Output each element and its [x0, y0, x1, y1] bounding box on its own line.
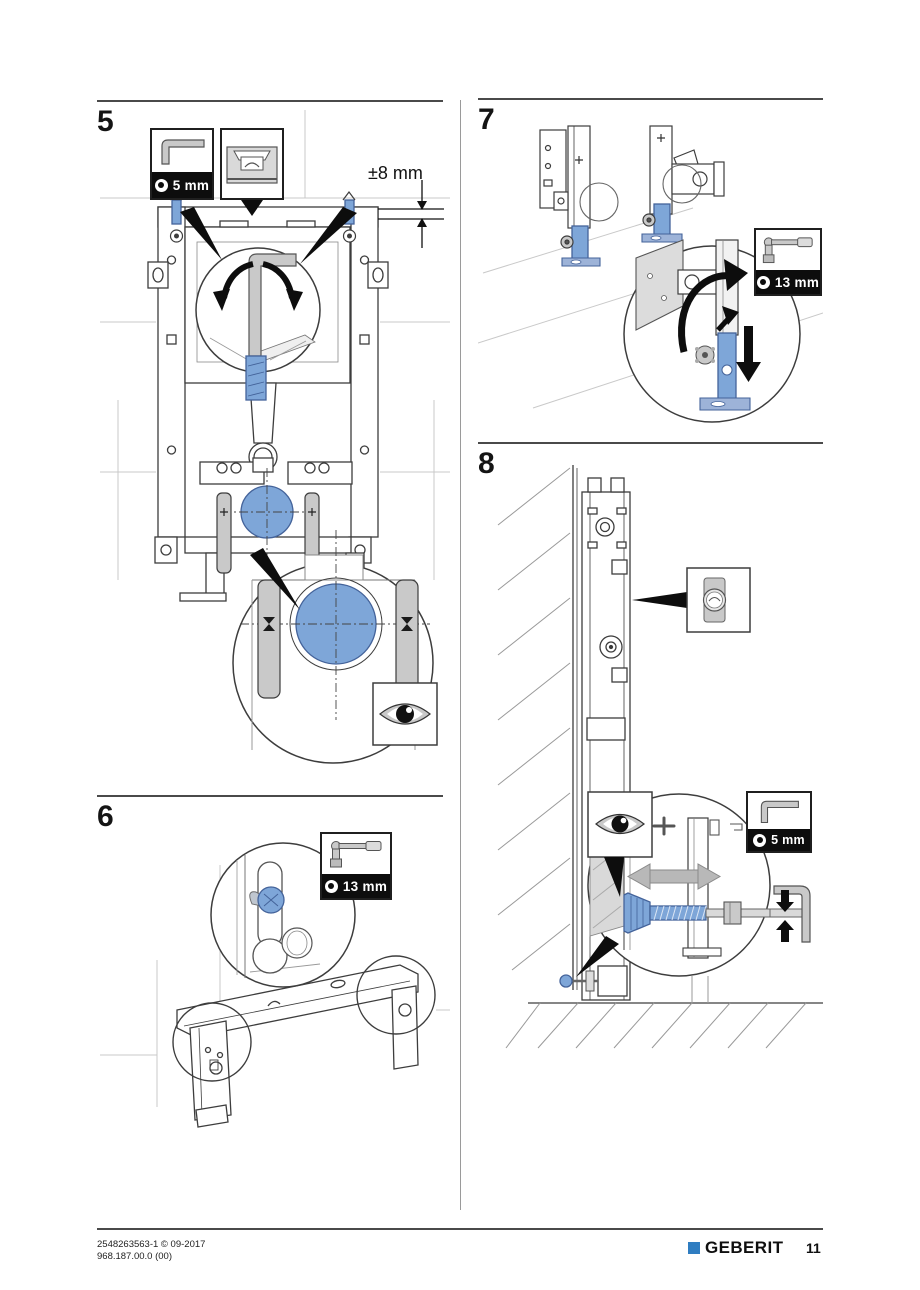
step-number: 7 [478, 103, 495, 136]
callout-pointer-eye [604, 857, 624, 897]
tool-box-socket-13mm: 13 mm [754, 228, 822, 296]
callout-pointer-left [180, 207, 222, 260]
socket-ring-icon [753, 833, 767, 847]
callout-pointer-anchor [576, 936, 619, 977]
dimension-arrows [378, 180, 444, 248]
allen-key [773, 885, 811, 943]
spirit-level-icon [222, 130, 282, 198]
eye-icon [595, 813, 645, 835]
step-number: 8 [478, 447, 495, 480]
tool-box-socket-13mm: 13 mm [320, 832, 392, 900]
tolerance-label: ±8 mm [368, 163, 423, 183]
magnifier-circle-left [172, 1002, 252, 1082]
brand-name: GEBERIT [705, 1238, 784, 1257]
step6-frame-rail-drawing [100, 842, 450, 1128]
magnifier-detail-adjustment [195, 247, 321, 401]
tool-size-badge: 5 mm [748, 829, 810, 851]
footer-doc-info: 2548263563-1 © 09-2017 968.187.00.0 (00) [97, 1239, 205, 1263]
callout-pointer-level [632, 592, 687, 608]
bottom-anchor-bolt [559, 970, 598, 992]
callout-pointer-right [300, 207, 357, 264]
step-number: 6 [97, 800, 114, 833]
anchor-cross-mark [652, 816, 676, 836]
tool-size-label: 13 mm [774, 274, 820, 290]
step8-rule [478, 442, 823, 444]
socket-ring-icon [324, 879, 338, 893]
doc-version: 968.187.00.0 (00) [97, 1251, 173, 1262]
socket-wrench-icon [756, 230, 820, 270]
allen-key [248, 253, 297, 357]
level-callout [632, 567, 751, 633]
frame-rail-isometric [176, 964, 419, 1128]
frame-leg-left [539, 125, 619, 267]
tool-size-badge: 13 mm [756, 270, 820, 294]
threaded-rod [623, 892, 771, 934]
rotation-arrow-icon [678, 259, 748, 353]
double-arrow-icon [626, 863, 722, 890]
step6-rule [97, 795, 443, 797]
allen-key-icon [152, 130, 212, 172]
tool-size-label: 5 mm [771, 833, 805, 847]
magnifier-detail-drain [232, 530, 438, 764]
magnifier-detail-nut [210, 842, 356, 988]
brand-logo: GEBERIT [688, 1238, 783, 1258]
valve-marks [263, 617, 413, 631]
page-number: 11 [806, 1240, 821, 1256]
eye-icon [379, 703, 431, 725]
tool-size-label: 13 mm [342, 878, 388, 894]
adjustable-foot [653, 203, 671, 239]
floor-hatch [505, 1002, 823, 1049]
down-arrow-icon [736, 326, 761, 382]
step5-rule [97, 100, 443, 102]
tool-box-spirit-level [220, 128, 284, 200]
callout-pointer-level [241, 200, 263, 216]
tool-box-allen-key-5mm: 5 mm [746, 791, 812, 853]
spirit-level-vial-icon [702, 577, 727, 623]
magnifier-circle-right [356, 955, 436, 1035]
adjustable-foot [571, 225, 589, 261]
tool-size-badge: 13 mm [322, 874, 390, 898]
socket-wrench-icon [322, 834, 390, 874]
footer-rule [97, 1228, 823, 1230]
allen-key-icon [748, 793, 810, 829]
step5-installation-frame-drawing [100, 110, 450, 764]
tool-size-badge: 5 mm [152, 172, 212, 198]
step-number: 5 [97, 105, 114, 138]
clamp-arrows-icon [776, 890, 794, 942]
callout-pointer-drain [250, 548, 300, 610]
socket-ring-icon [154, 178, 168, 192]
step8-wall-anchor-drawing [497, 465, 823, 1049]
tool-box-allen-key-5mm: 5 mm [150, 128, 214, 200]
drain-pipe-area [216, 468, 320, 574]
rod-end-and-key [769, 885, 811, 943]
socket-ring-icon [756, 275, 770, 289]
step7-rule [478, 98, 823, 100]
adjustment-sleeve [245, 355, 267, 401]
frame-leg-right [641, 125, 725, 243]
doc-id: 2548263563-1 © 09-2017 [97, 1239, 206, 1250]
rotation-arrows-icon [213, 261, 303, 311]
tool-size-label: 5 mm [172, 177, 210, 193]
geberit-logo-square-icon [688, 1242, 700, 1254]
wall-hatch [497, 467, 571, 971]
column-divider [460, 100, 461, 1210]
